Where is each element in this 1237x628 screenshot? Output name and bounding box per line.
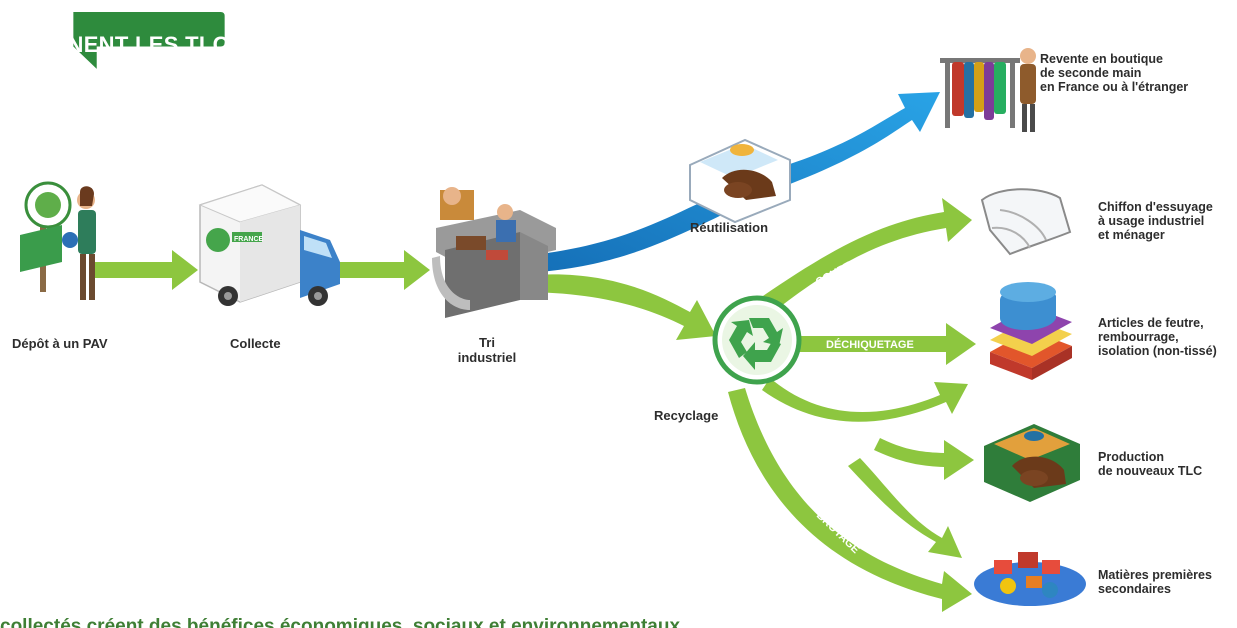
- reuse-clothes-box-icon: [689, 138, 791, 224]
- output-matieres-line2: secondaires: [1098, 582, 1171, 596]
- arrow-depot-collecte: [95, 250, 198, 290]
- secondhand-clothes-rack-icon: [940, 48, 1036, 132]
- arrow-reutilisation: [540, 92, 940, 272]
- output-matieres: Matières premières secondaires: [1098, 568, 1212, 596]
- output-feutre-line1: Articles de feutre,: [1098, 316, 1204, 330]
- cleaning-cloth-icon: [980, 188, 1072, 256]
- output-chiffon-line3: et ménager: [1098, 228, 1165, 242]
- label-tri-line1: Tri: [479, 335, 495, 350]
- output-chiffon: Chiffon d'essuyage à usage industriel et…: [1098, 200, 1213, 242]
- label-tri-line2: industriel: [457, 350, 517, 365]
- arrow-effilochage-mid: [874, 438, 974, 480]
- output-revente-line2: de seconde main: [1040, 66, 1142, 80]
- pav-collection-point-icon: [20, 181, 96, 300]
- output-feutre-line2: rembourrage,: [1098, 330, 1179, 344]
- recycling-symbol-icon: [712, 295, 802, 385]
- new-textile-production-icon: [984, 424, 1080, 502]
- label-collecte: Collecte: [230, 336, 281, 351]
- felt-insulation-layers-icon: [990, 282, 1072, 380]
- output-production: Production de nouveaux TLC: [1098, 450, 1202, 478]
- output-revente-line1: Revente en boutique: [1040, 52, 1163, 66]
- output-feutre: Articles de feutre, rembourrage, isolati…: [1098, 316, 1217, 358]
- arrow-broyage: [728, 388, 972, 612]
- output-revente: Revente en boutique de seconde main en F…: [1040, 52, 1188, 94]
- recycling-branch-arrows: [728, 198, 976, 612]
- output-matieres-line1: Matières premières: [1098, 568, 1212, 582]
- page-title: EVIENNENT LES TLC* ?: [0, 32, 254, 57]
- truck-logo-text: FRANCE: [234, 236, 263, 243]
- collection-truck-icon: FRANCE: [198, 184, 340, 306]
- output-production-line2: de nouveaux TLC: [1098, 464, 1203, 478]
- label-tri-industriel: Tri industriel: [452, 335, 522, 365]
- raw-materials-fibers-icon: [974, 552, 1086, 606]
- arrow-dechiquetage: [790, 323, 976, 365]
- label-recyclage: Recyclage: [654, 408, 719, 423]
- label-reutilisation: Réutilisation: [690, 220, 769, 235]
- header-banner: [73, 12, 225, 69]
- flow-label-dechiquetage: DÉCHIQUETAGE: [826, 338, 914, 351]
- arrow-coupe: [760, 198, 972, 310]
- output-production-line1: Production: [1098, 450, 1164, 464]
- arrow-effilochage-up: [762, 378, 968, 422]
- main-flow-arrows: [95, 250, 430, 290]
- arrow-effilochage-down: [848, 458, 962, 558]
- arrow-collecte-tri: [330, 250, 430, 290]
- output-feutre-line3: isolation (non-tissé): [1098, 344, 1217, 358]
- output-revente-line3: en France ou à l'étranger: [1040, 80, 1189, 94]
- arrow-tri-recyclage: [520, 274, 716, 340]
- sorting-station-icon: [432, 187, 556, 318]
- output-chiffon-line1: Chiffon d'essuyage: [1098, 200, 1213, 214]
- output-chiffon-line2: à usage industriel: [1098, 214, 1205, 228]
- footer-caption: collectés créent des bénéfices économiqu…: [0, 616, 681, 628]
- label-depot-pav: Dépôt à un PAV: [12, 336, 108, 351]
